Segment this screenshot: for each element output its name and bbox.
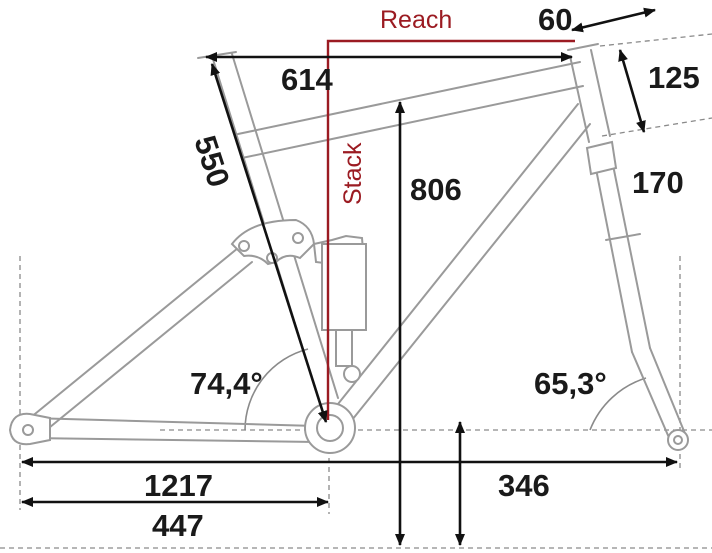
- dimension-labels: 60 614 125 550 170 806 74,4° 65,3° 1217 …: [144, 2, 700, 543]
- bb-drop-label: 346: [498, 468, 550, 503]
- wheelbase-label: 1217: [144, 468, 213, 503]
- head-tube-label: 125: [648, 60, 700, 95]
- seat-tube-label: 550: [187, 131, 236, 191]
- head-angle-label: 65,3°: [534, 366, 607, 401]
- reach-stack-guides: Reach Stack: [326, 6, 575, 420]
- handlebar-width-label: 60: [538, 2, 572, 37]
- stack-height-label: 806: [410, 172, 462, 207]
- top-length-label: 614: [281, 62, 333, 97]
- stack-label: Stack: [339, 142, 367, 205]
- guide-lines: [0, 33, 712, 549]
- reach-label: Reach: [380, 6, 452, 34]
- fork-length-label: 170: [632, 165, 684, 200]
- dimension-lines: [21, 7, 678, 546]
- seat-angle-label: 74,4°: [190, 366, 263, 401]
- chainstay-label: 447: [152, 508, 204, 543]
